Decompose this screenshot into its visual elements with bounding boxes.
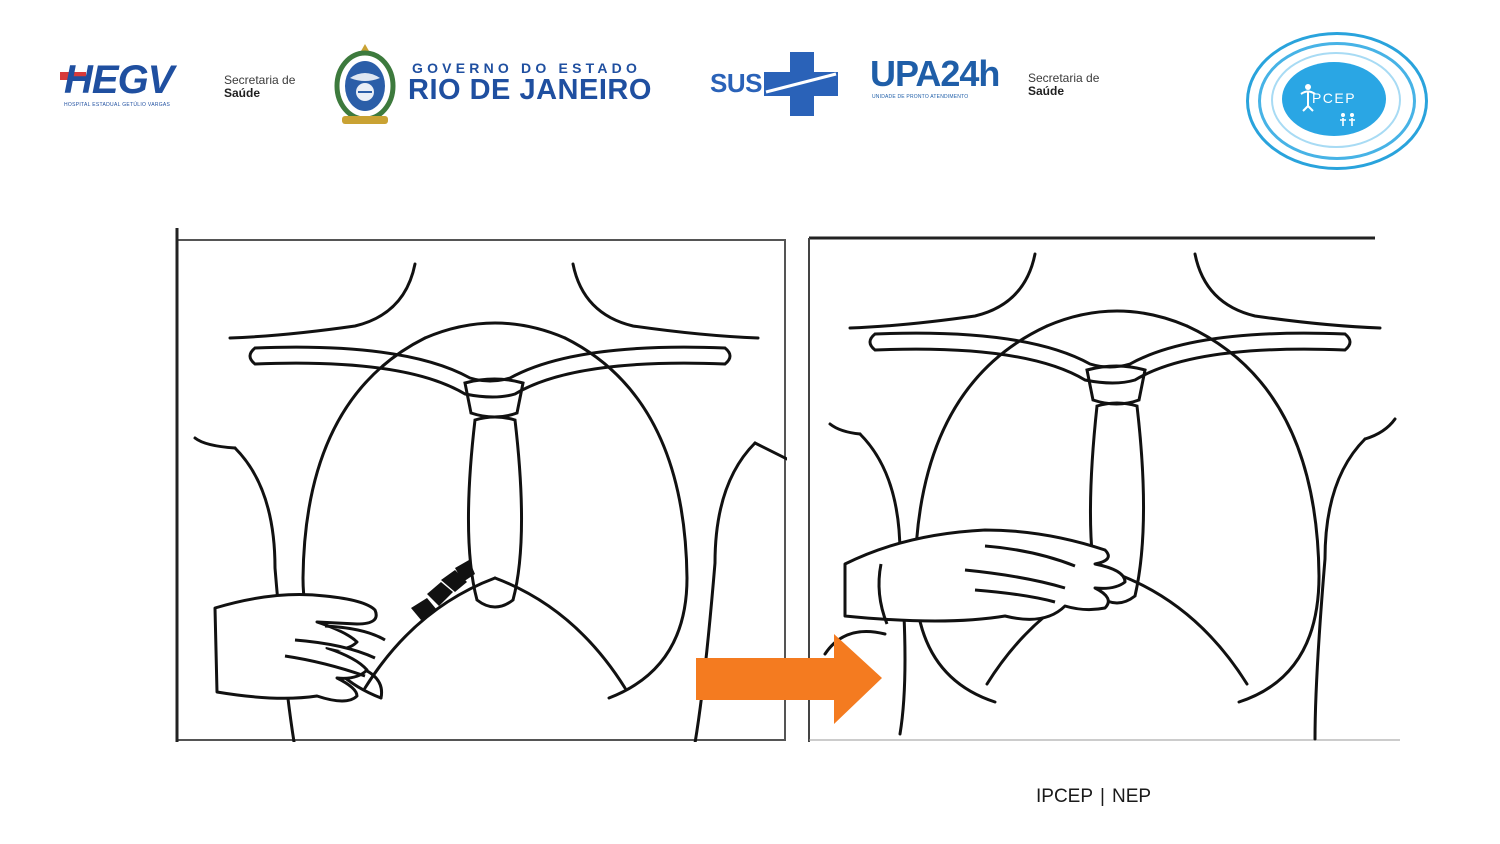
- hegv-logo: HEGV HOSPITAL ESTADUAL GETÚLIO VARGAS: [60, 58, 210, 108]
- logo-ring: [1271, 52, 1401, 148]
- illustration-panel-right: [805, 234, 1400, 742]
- governo-do-estado-text: GOVERNO DO ESTADO: [412, 60, 642, 76]
- logo-core: [1282, 62, 1386, 136]
- upa24h-logo-subtitle: UNIDADE DE PRONTO ATENDIMENTO: [872, 94, 969, 100]
- secretaria-line1: Secretaria de: [224, 73, 296, 87]
- sus-cross-icon: [764, 52, 838, 116]
- logo-ring: [1258, 42, 1416, 160]
- thorax-palpation-illustration: [808, 236, 1400, 742]
- rio-de-janeiro-text: RIO DE JANEIRO: [408, 74, 652, 106]
- footer-org: IPCEP: [1036, 786, 1094, 807]
- slide-footer: IPCEP | NEP: [1036, 786, 1151, 808]
- illustration-panel-left: [175, 228, 787, 742]
- red-cross-icon: [60, 72, 86, 80]
- person-icon: [1300, 84, 1316, 112]
- rio-state-coat-of-arms-icon: [334, 44, 396, 124]
- secretaria-line1: Secretaria de: [1028, 71, 1100, 85]
- secretaria-saude-left: Secretaria de Saúde: [224, 74, 295, 100]
- ipcep-logo-text: PCEP: [1311, 90, 1357, 106]
- footer-unit: NEP: [1111, 786, 1152, 807]
- logo-ring: [1246, 32, 1428, 170]
- upa24h-logo-text: UPA24h: [870, 53, 1000, 94]
- secretaria-line2: Saúde: [1028, 84, 1065, 98]
- hegv-logo-subtitle: HOSPITAL ESTADUAL GETÚLIO VARGAS: [64, 102, 171, 108]
- upa24h-logo: UPA24h UNIDADE DE PRONTO ATENDIMENTO: [870, 52, 1020, 116]
- partner-logo-strip: HEGV HOSPITAL ESTADUAL GETÚLIO VARGAS Se…: [60, 40, 1120, 128]
- thorax-palpation-illustration: [175, 228, 787, 742]
- sus-logo-text: SUS: [710, 68, 762, 98]
- sus-logo: SUS: [710, 52, 840, 116]
- footer-separator: |: [1100, 786, 1105, 807]
- family-icon: [1340, 113, 1355, 126]
- secretaria-saude-right: Secretaria de Saúde: [1028, 72, 1099, 98]
- hegv-logo-text: HEGV: [64, 58, 174, 102]
- ipcep-logo: PCEP: [1246, 32, 1428, 170]
- progression-arrow-icon: [696, 634, 882, 724]
- secretaria-line2: Saúde: [224, 86, 261, 100]
